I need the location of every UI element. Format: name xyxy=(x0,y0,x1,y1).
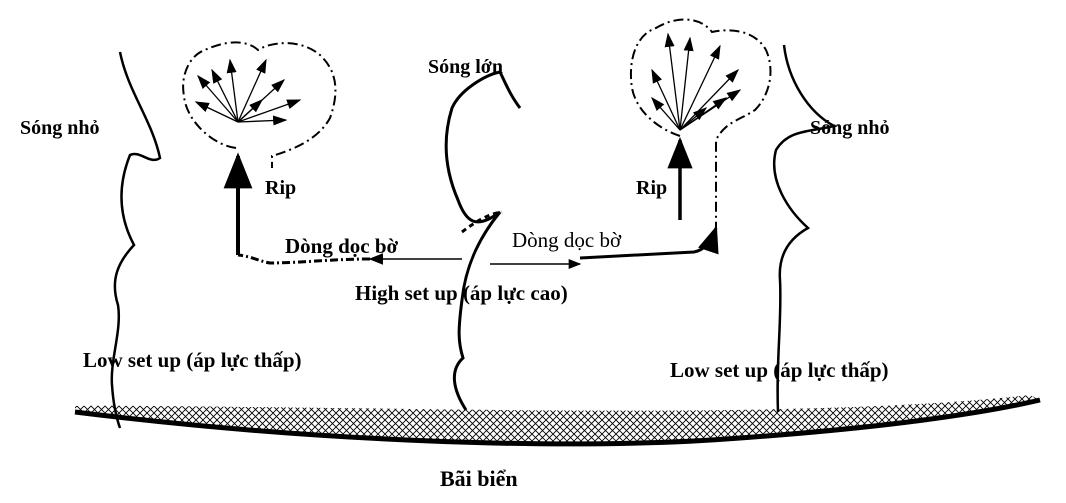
high-setup-label: High set up (áp lực cao) xyxy=(355,281,568,305)
longshore-right-label: Dòng dọc bờ xyxy=(512,228,622,252)
small-wave-left-label: Sóng nhỏ xyxy=(20,117,100,139)
beach-label: Bãi biển xyxy=(440,466,518,491)
longshore-current-right-thick xyxy=(579,225,719,260)
low-setup-right-label: Low set up (áp lực thấp) xyxy=(670,358,889,382)
rip-left-label: Rip xyxy=(265,177,297,199)
big-wave-dashed-segment xyxy=(461,210,503,234)
rip-head-left-boundary xyxy=(182,41,337,168)
longshore-left-label: Dòng dọc bờ xyxy=(285,234,399,258)
rip-fan-arrows-left xyxy=(194,58,302,126)
big-wave-label: Sóng lớn xyxy=(428,56,503,78)
big-wave-crest xyxy=(444,70,522,411)
beach-hatch-area xyxy=(75,395,1040,444)
beach-line xyxy=(74,397,1041,447)
low-setup-left-label: Low set up (áp lực thấp) xyxy=(83,348,302,372)
small-wave-right-crest xyxy=(773,44,838,413)
small-wave-right-label: Sóng nhỏ xyxy=(810,117,890,139)
rip-right-label: Rip xyxy=(636,177,668,199)
small-wave-left-crest xyxy=(110,51,162,429)
rip-head-right-boundary xyxy=(629,18,772,255)
rip-fan-arrows-right xyxy=(651,32,742,131)
